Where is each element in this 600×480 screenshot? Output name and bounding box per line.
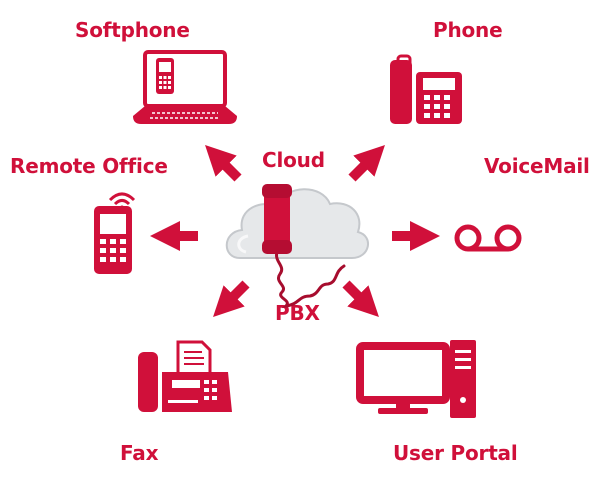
cloud-icon xyxy=(225,188,369,259)
arrows xyxy=(150,145,440,317)
label-cloud: Cloud xyxy=(262,148,325,172)
arrow-to-user-portal xyxy=(342,280,379,317)
label-user-portal: User Portal xyxy=(393,441,518,465)
desk-phone-icon xyxy=(390,54,462,124)
pbx-handset-icon xyxy=(262,184,346,309)
laptop-icon xyxy=(133,50,237,124)
arrow-to-softphone xyxy=(205,145,242,182)
label-voicemail: VoiceMail xyxy=(484,154,590,178)
label-pbx: PBX xyxy=(275,301,320,325)
arrow-to-phone xyxy=(348,145,385,182)
voicemail-icon xyxy=(454,224,522,252)
computer-icon xyxy=(356,340,476,418)
label-softphone: Softphone xyxy=(75,18,190,42)
fax-icon xyxy=(138,340,232,412)
arrow-to-fax xyxy=(213,280,250,317)
label-fax: Fax xyxy=(120,441,159,465)
mobile-phone-icon xyxy=(94,192,136,274)
label-remote-office: Remote Office xyxy=(10,154,168,178)
label-phone: Phone xyxy=(433,18,503,42)
